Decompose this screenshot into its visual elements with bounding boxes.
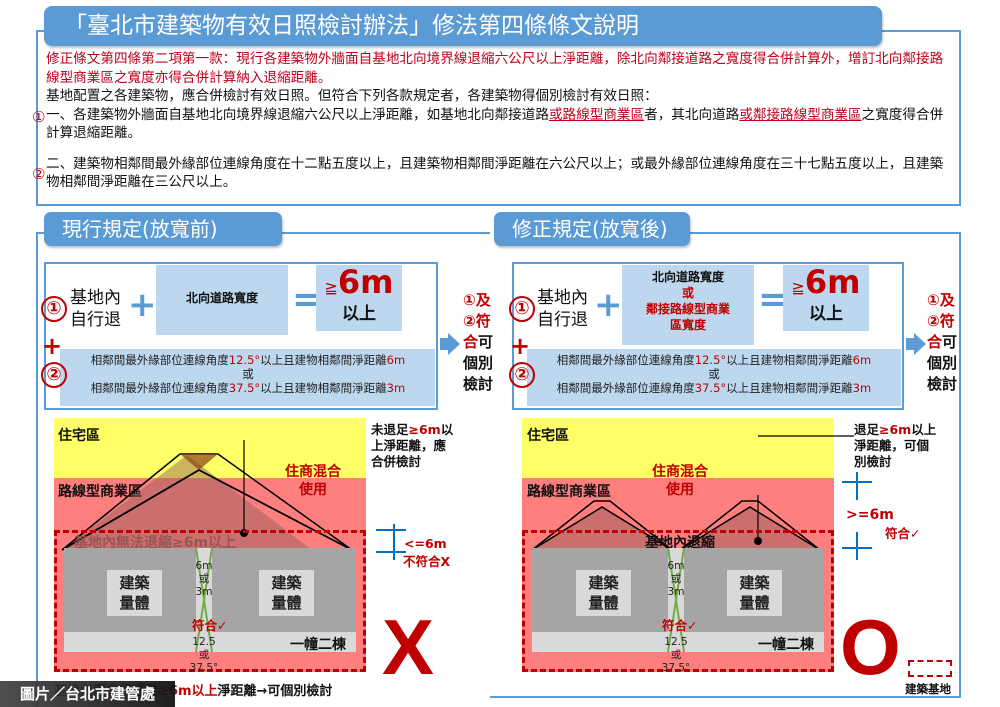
- article-item-1: ① 一、各建築物外牆面自基地北向境界線退縮六公尺以上淨距離，如基地北向鄰接道路或…: [32, 106, 944, 142]
- image-credit: 圖片／台北市建管處: [0, 681, 175, 707]
- dimension-label: <=6m: [404, 536, 447, 551]
- dimension-marker: [842, 472, 872, 560]
- commercial-zone-label: 路線型商業區: [58, 484, 142, 500]
- left-note: 未退足≥6m以 上淨距離，應 合併檢討: [371, 422, 454, 469]
- plus-red-icon: +: [42, 332, 63, 360]
- marker-2: ②: [32, 164, 46, 183]
- plus-red-icon: +: [510, 332, 531, 360]
- gap-angle-lines: [195, 548, 213, 652]
- dimension-status: 符合✓: [885, 526, 921, 541]
- residential-zone: [54, 418, 366, 478]
- mixed-use-label: 住商混合使用: [652, 464, 708, 498]
- gap-angle-lines: [667, 548, 685, 652]
- commercial-zone-label: 路線型商業區: [527, 484, 611, 500]
- north-road-or-commercial-box: 北向道路寬度 或 鄰接路線型商業 區寬度: [622, 265, 754, 345]
- frame-line: [880, 30, 961, 32]
- page-title: 「臺北市建築物有效日照檢討辦法」修法第四條條文說明: [44, 6, 882, 46]
- condition-1-marker: ①: [509, 296, 535, 322]
- right-note: 退足≥6m以上 淨距離，可個 別檢討: [854, 422, 937, 469]
- dimension-label: >=6m: [846, 507, 894, 523]
- north-road-width-box: 北向道路寬度: [156, 265, 288, 335]
- arrow-head-icon: [914, 333, 926, 355]
- plus-icon: +: [128, 285, 157, 325]
- frame-line: [36, 30, 46, 32]
- right-section-frame: [690, 232, 961, 698]
- legend-site-icon: [908, 660, 952, 677]
- right-result-text: ①及 ②符 合可 個別 檢討: [927, 291, 958, 393]
- base-sentence: 基地配置之各建築物，應合併檢討有效日照。但符合下列各款規定者，各建築物得個別檢討…: [46, 88, 658, 104]
- angle-rule-box: [60, 349, 435, 406]
- one-building-two-wings-label: 一幢二棟: [758, 637, 814, 653]
- building-mass-right: 建築量體: [259, 570, 314, 616]
- sunlight-angle-lines: [531, 495, 821, 551]
- article-text: 修正條文第四條第二項第一款：現行各建築物外牆面自基地北向境界線退縮六公尺以上淨距…: [32, 50, 956, 192]
- arrow-head-icon: [448, 333, 460, 355]
- mixed-use-label: 住商混合使用: [285, 464, 341, 498]
- plus-icon: +: [594, 285, 623, 325]
- frame-line: [282, 232, 490, 234]
- left-result-text: ①及 ②符 合可 個別 檢討: [463, 291, 494, 393]
- dimension-status: 不符合X: [403, 554, 451, 569]
- one-building-two-wings-label: 一幢二棟: [290, 637, 346, 653]
- gap-ok-label: 符合✓: [662, 618, 698, 633]
- site-setback-label: 基地內退縮: [645, 535, 715, 551]
- verdict-fail-icon: X: [382, 603, 435, 691]
- condition-1-marker: ①: [41, 296, 67, 322]
- building-site-boundary: [522, 530, 834, 672]
- sunlight-angle-lines: [61, 440, 353, 551]
- marker-1: ①: [32, 107, 46, 126]
- building-mass-right: 建築量體: [727, 570, 782, 616]
- condition-2-marker: ②: [509, 362, 535, 388]
- residential-zone-label: 住宅區: [527, 428, 569, 444]
- self-setback-label: 基地內 自行退: [537, 288, 588, 330]
- condition-2-marker: ②: [41, 362, 67, 388]
- self-setback-label: 基地內 自行退: [70, 288, 121, 330]
- left-section-header: 現行規定(放寬前): [44, 212, 282, 246]
- six-meter-box: ≧6m 以上: [783, 265, 869, 331]
- site-setback-label: 基地內無法退縮≥6m以上: [74, 535, 237, 551]
- dimension-marker: [376, 524, 406, 560]
- building-site-boundary: [54, 530, 366, 672]
- angle-rule-text: 相鄰間最外緣部位連線角度12.5°以上且建物相鄰間淨距離6m 或 相鄰間最外緣部…: [556, 353, 872, 395]
- article-frame: [36, 30, 961, 206]
- building-mass-left: 建築量體: [107, 570, 162, 616]
- verdict-pass-icon: O: [840, 603, 901, 691]
- note-leader-line: [758, 435, 854, 437]
- angle-rule-text: 相鄰間最外緣部位連線角度12.5°以上且建物相鄰間淨距離6m 或 相鄰間最外緣部…: [90, 353, 406, 395]
- six-meter-box: ≧6m 以上: [316, 265, 402, 331]
- residential-zone: [522, 418, 834, 478]
- gap-ok-label: 符合✓: [192, 618, 228, 633]
- arrow-icon: [906, 338, 914, 350]
- amendment-intro: 修正條文第四條第二項第一款：現行各建築物外牆面自基地北向境界線退縮六公尺以上淨距…: [46, 51, 944, 86]
- article-item-2: ② 二、建築物相鄰間最外緣部位連線角度在十二點五度以上，且建築物相鄰間淨距離在六…: [32, 155, 944, 191]
- frame-line: [490, 696, 961, 698]
- right-section-header: 修正規定(放寬後): [494, 212, 690, 246]
- arrow-icon: [440, 338, 448, 350]
- legend-site-label: 建築基地: [905, 682, 951, 696]
- angle-rule-box: [527, 349, 901, 406]
- building-mass-left: 建築量體: [576, 570, 631, 616]
- residential-zone-label: 住宅區: [58, 428, 100, 444]
